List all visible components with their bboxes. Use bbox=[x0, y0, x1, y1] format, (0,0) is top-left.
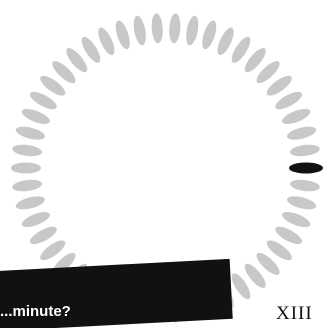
chapter-label: XIII bbox=[276, 304, 313, 324]
dial-mark bbox=[289, 178, 320, 193]
dial-mark bbox=[151, 13, 164, 44]
dial-mark bbox=[289, 143, 320, 158]
dial-mark bbox=[280, 209, 312, 230]
dial-mark bbox=[15, 194, 47, 212]
dial-mark bbox=[12, 178, 43, 193]
dial-mark bbox=[20, 209, 52, 230]
dial-mark bbox=[132, 15, 148, 47]
dial-mark bbox=[286, 124, 318, 142]
dial-mark bbox=[184, 15, 200, 47]
dial-mark bbox=[199, 19, 219, 51]
dial-mark bbox=[20, 106, 52, 127]
question-text: ...minute? bbox=[0, 303, 71, 321]
dial-mark-highlighted bbox=[289, 163, 323, 174]
dial-mark bbox=[15, 124, 47, 142]
dial-mark bbox=[11, 163, 41, 174]
dial-mark bbox=[280, 106, 312, 127]
dial-mark bbox=[12, 143, 43, 158]
dial-mark bbox=[113, 19, 133, 51]
dial-mark bbox=[286, 194, 318, 212]
dial-mark bbox=[168, 13, 181, 44]
